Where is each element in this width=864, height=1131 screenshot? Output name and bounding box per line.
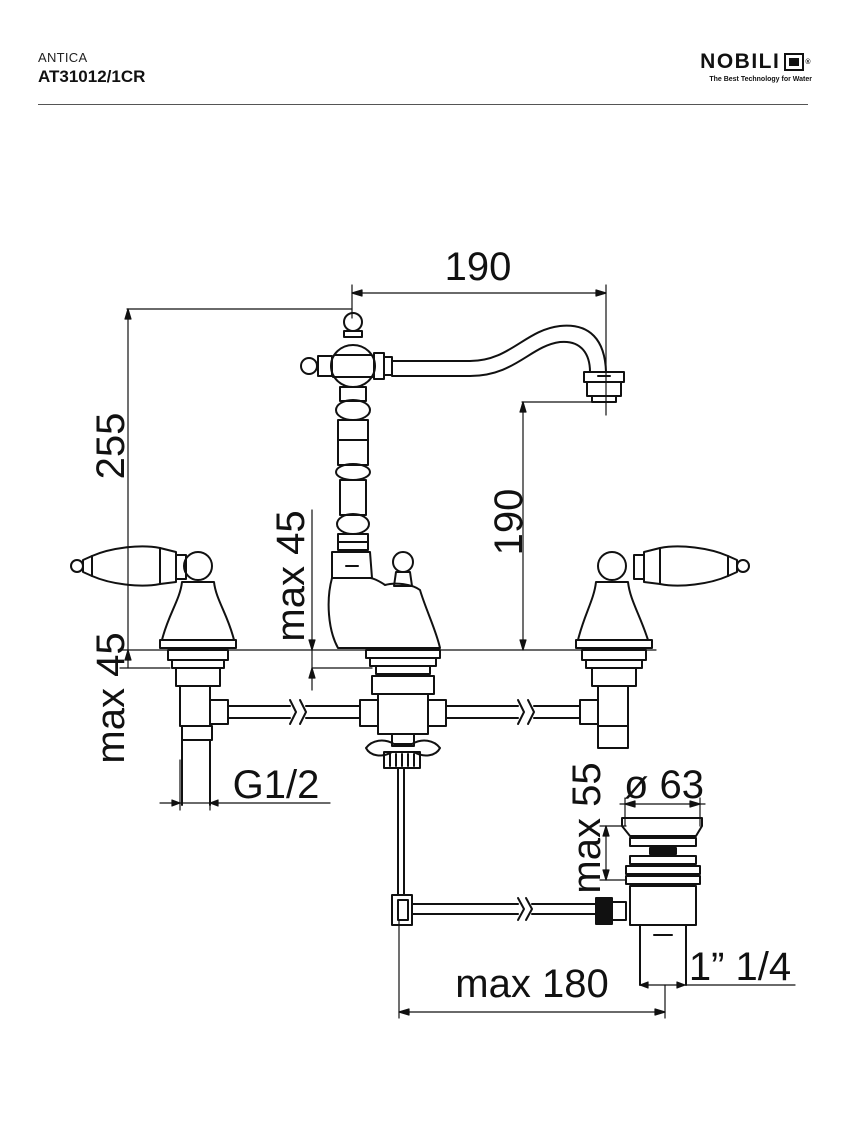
dim-total-height: 255 bbox=[89, 413, 133, 480]
series-name: ANTICA bbox=[38, 50, 88, 65]
brand-name: NOBILI bbox=[700, 50, 781, 73]
popup-waste bbox=[391, 817, 703, 986]
dimension-lines bbox=[119, 284, 796, 1019]
dim-spout-height: 190 bbox=[487, 489, 531, 556]
product-header: ANTICA AT31012/1CR bbox=[38, 50, 145, 87]
center-underdeck bbox=[359, 649, 447, 896]
registered-icon: ® bbox=[805, 58, 812, 66]
product-code: AT31012/1CR bbox=[38, 67, 146, 86]
dim-waste-max: max 55 bbox=[565, 762, 609, 893]
logo-mark-icon bbox=[784, 53, 805, 71]
dim-waste-diameter: ø 63 bbox=[624, 763, 704, 807]
dim-handle-max: max 45 bbox=[89, 632, 133, 763]
dim-drain-thread: 1” 1/4 bbox=[689, 945, 791, 989]
right-handle-valve bbox=[575, 545, 750, 749]
dim-spout-reach: 190 bbox=[445, 245, 512, 289]
dimension-labels: 190 255 190 max 45 max 45 G1/2 ø 63 max … bbox=[89, 245, 791, 1006]
brand-logo: NOBILI ® The Best Technology for Water bbox=[700, 50, 812, 83]
spout-body bbox=[300, 312, 625, 649]
header-divider bbox=[38, 104, 808, 105]
connecting-pipes bbox=[227, 699, 581, 725]
left-handle-valve bbox=[70, 545, 237, 806]
brand-tagline: The Best Technology for Water bbox=[709, 76, 812, 83]
dim-spout-base-max: max 45 bbox=[269, 510, 313, 641]
dim-drain-distance: max 180 bbox=[455, 962, 608, 1006]
dim-thread: G1/2 bbox=[233, 763, 320, 807]
